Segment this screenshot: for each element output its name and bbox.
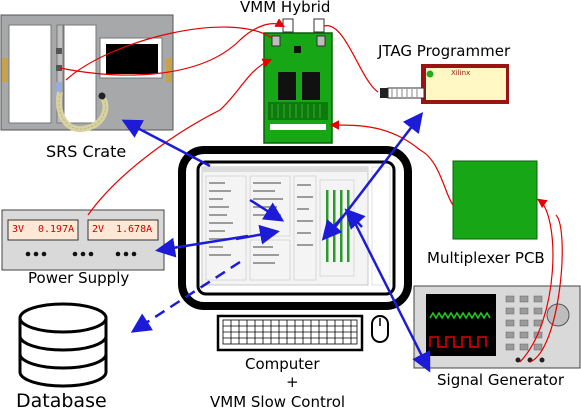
power-supply-label: Power Supply (28, 269, 130, 287)
vmm-slow-control-label: VMM Slow Control (210, 393, 346, 411)
jtag-programmer-label: JTAG Programmer (378, 42, 511, 60)
vmm-hybrid-board (263, 18, 333, 144)
multiplexer-pcb-board (452, 160, 538, 240)
keyboard-icon (216, 314, 364, 352)
cable-connections (59, 18, 563, 363)
xilinx-label: Xilinx (451, 69, 471, 77)
signal-generator-label: Signal Generator (437, 371, 565, 389)
srs-crate-label: SRS Crate (46, 142, 127, 161)
computer-monitor (178, 146, 412, 310)
srs-crate (0, 14, 174, 133)
ch1-current-readout: 0.197A (38, 224, 75, 235)
plus-label: + (286, 373, 299, 391)
database-label: Database (16, 390, 107, 412)
ch1-voltage-readout: 3V (12, 224, 25, 235)
ch2-current-readout: 1.678A (116, 224, 153, 235)
data-flow-arrows (121, 112, 431, 373)
power-supply-device (1, 209, 165, 271)
ch2-voltage-readout: 2V (92, 224, 105, 235)
multiplexer-pcb-label: Multiplexer PCB (427, 249, 545, 267)
jtag-programmer (380, 64, 509, 104)
signal-generator-device (413, 285, 581, 369)
mouse-icon (371, 315, 389, 343)
vmm-hybrid-label: VMM Hybrid (240, 0, 331, 16)
database-icon (18, 302, 108, 388)
computer-label: Computer (245, 355, 320, 373)
